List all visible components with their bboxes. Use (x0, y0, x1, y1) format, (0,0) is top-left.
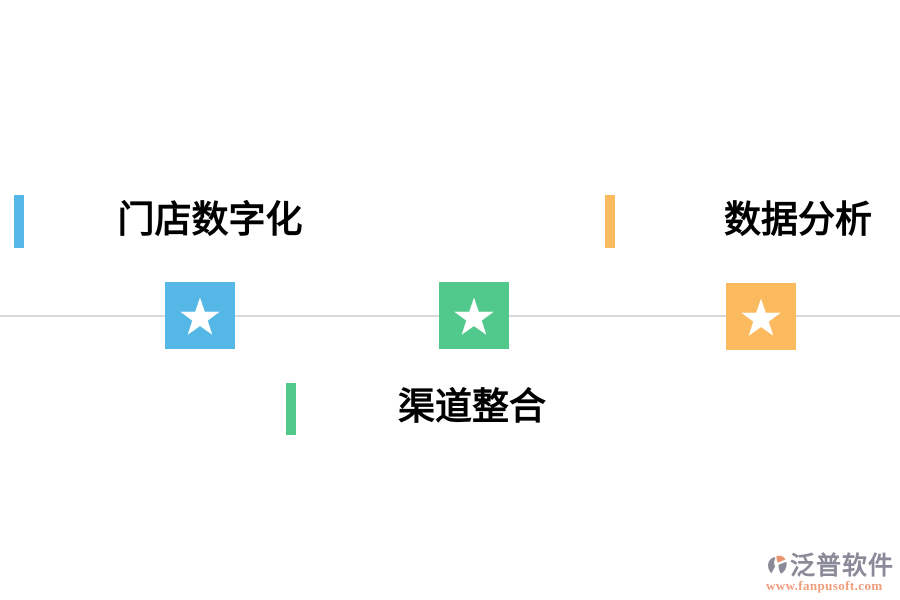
star-icon (741, 298, 781, 336)
watermark-brand-text: 泛普软件 (790, 552, 895, 580)
node-store-digitalization (165, 282, 235, 349)
label-data-analysis: 数据分析 (724, 199, 872, 240)
node-data-analysis (726, 283, 796, 350)
star-icon (180, 297, 220, 335)
label-channel-integration: 渠道整合 (398, 386, 546, 427)
accent-bar-store-digitalization (14, 195, 24, 248)
watermark: 泛普软件 www.fanpusoft.com (762, 551, 900, 593)
accent-bar-data-analysis (605, 195, 615, 248)
node-channel-integration (439, 282, 509, 349)
watermark-url-text: www.fanpusoft.com (766, 578, 883, 593)
accent-bar-channel-integration (286, 383, 296, 435)
label-store-digitalization: 门店数字化 (117, 199, 303, 240)
star-icon (454, 297, 494, 335)
fanpu-logo-icon (768, 555, 787, 574)
